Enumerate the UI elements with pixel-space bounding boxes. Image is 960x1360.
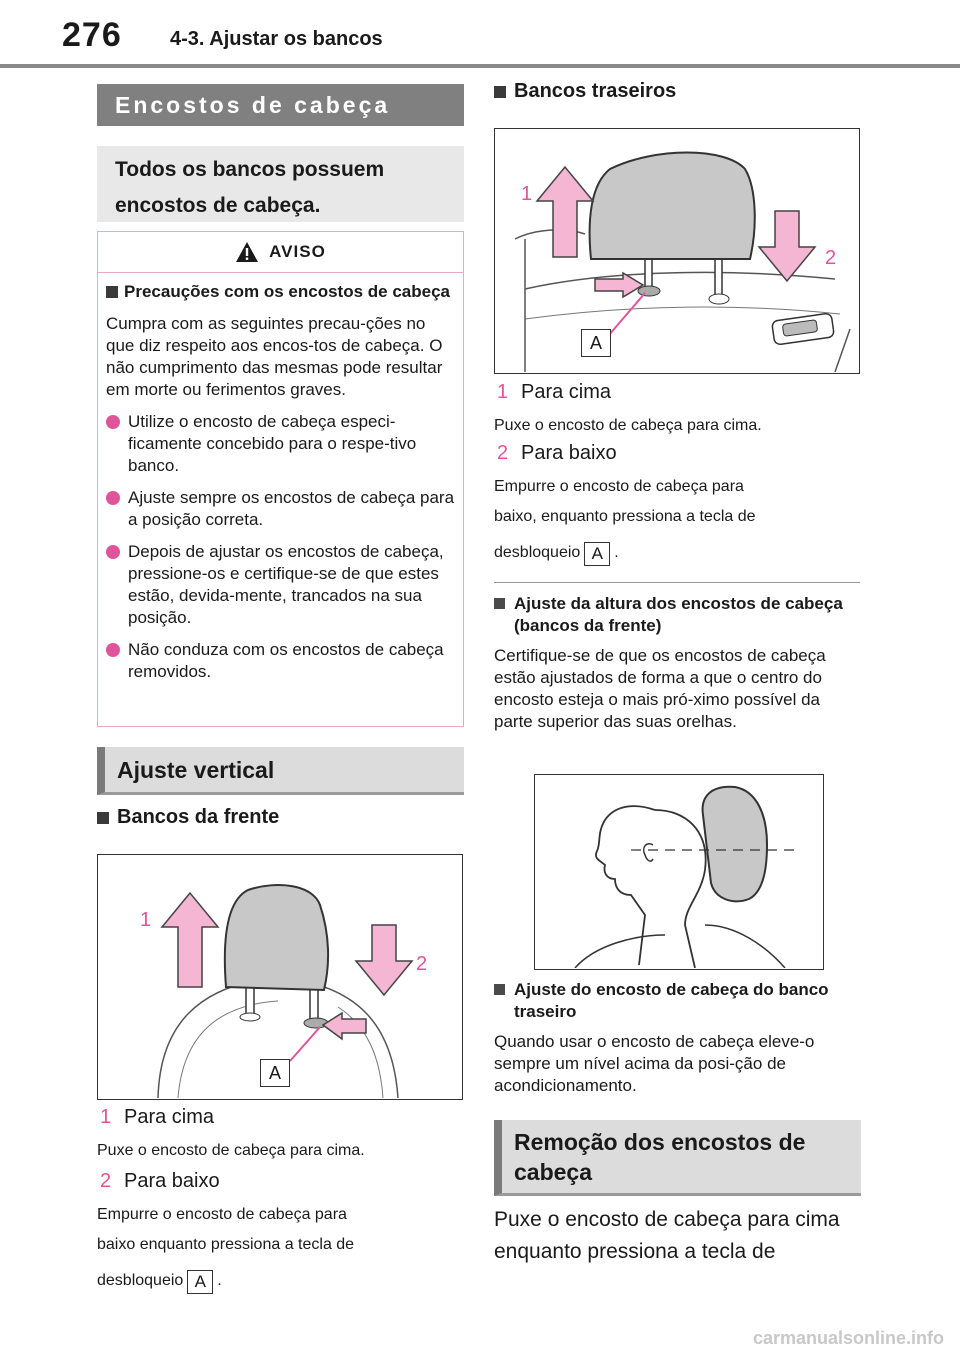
page-number: 276 xyxy=(62,16,122,54)
figure-rear-headrest: 1 2 A xyxy=(494,128,860,374)
figure-label-1: 1 xyxy=(140,909,152,931)
section-title-vertical: Ajuste vertical xyxy=(97,747,464,795)
rear-headrest-illustration xyxy=(514,151,851,373)
warning-triangle-icon xyxy=(236,242,259,262)
warning-bullet: Não conduza com os encostos de cabeça re… xyxy=(106,639,455,683)
rear-step-1: 1 Para cima xyxy=(497,381,612,403)
figure-label-a: A xyxy=(260,1059,290,1087)
head-profile-illustration xyxy=(574,785,797,969)
intro-box: Todos os bancos possuem encostos de cabe… xyxy=(97,146,464,222)
square-bullet-icon xyxy=(494,598,505,609)
key-a-icon: A xyxy=(187,1270,214,1294)
figure-label-2: 2 xyxy=(416,953,428,975)
warning-bullet: Utilize o encosto de cabeça especi-ficam… xyxy=(106,411,455,477)
square-bullet-icon xyxy=(97,811,109,824)
rear-step-1-desc: Puxe o encosto de cabeça para cima. xyxy=(494,417,762,434)
figure-label-a: A xyxy=(581,329,611,357)
rear-adjust-text: Quando usar o encosto de cabeça eleve-o … xyxy=(494,1032,815,1095)
front-step-1-desc: Puxe o encosto de cabeça para cima. xyxy=(97,1142,365,1159)
subheading-rear-seats: Bancos traseiros xyxy=(494,80,676,103)
divider xyxy=(494,582,860,583)
bullet-dot-icon xyxy=(106,415,120,429)
square-bullet-icon xyxy=(494,85,506,98)
warning-subtitle-text: Precauções com os encostos de cabeça xyxy=(124,282,450,301)
section-title-headrests: Encostos de cabeça xyxy=(97,84,464,126)
front-step-2: 2 Para baixo xyxy=(100,1170,220,1192)
figure-label-2: 2 xyxy=(825,247,837,269)
warning-bullet: Depois de ajustar os encostos de cabeça,… xyxy=(106,541,455,629)
rear-step-2: 2 Para baixo xyxy=(497,442,617,464)
figure-head-profile xyxy=(534,774,824,970)
footer-watermark: carmanualsonline.info xyxy=(752,1328,944,1348)
warning-label: AVISO xyxy=(269,242,326,261)
warning-header: AVISO xyxy=(98,232,463,273)
warning-bullet: Ajuste sempre os encostos de cabeça para… xyxy=(106,487,455,531)
subheading-front-seats: Bancos da frente xyxy=(97,806,279,829)
front-step-1: 1 Para cima xyxy=(100,1106,215,1128)
removal-text: Puxe o encosto de cabeça para cima enqua… xyxy=(494,1208,840,1263)
figure-label-1: 1 xyxy=(521,183,533,205)
figure-front-headrest: 1 2 A xyxy=(97,854,463,1100)
header-rule xyxy=(0,64,960,68)
front-step-2-desc: Empurre o encosto de cabeça para baixo e… xyxy=(97,1200,457,1296)
front-headrest-illustration xyxy=(157,884,414,1099)
key-a-icon: A xyxy=(584,542,611,566)
bullet-dot-icon xyxy=(106,491,120,505)
chapter-title: 4-3. Ajustar os bancos xyxy=(170,28,383,50)
warning-paragraph: Cumpra com as seguintes precau-ções no q… xyxy=(106,314,443,399)
subheading-height-adjust: Ajuste da altura dos encostos de cabeça … xyxy=(494,593,854,637)
square-bullet-icon xyxy=(106,286,118,298)
warning-box: AVISO Precauções com os encostos de cabe… xyxy=(97,231,464,727)
bullet-dot-icon xyxy=(106,643,120,657)
subheading-rear-adjust: Ajuste do encosto de cabeça do banco tra… xyxy=(494,979,854,1023)
height-adjust-text: Certifique-se de que os encostos de cabe… xyxy=(494,646,826,731)
rear-step-2-desc: Empurre o encosto de cabeça para baixo, … xyxy=(494,472,860,568)
bullet-dot-icon xyxy=(106,545,120,559)
section-title-removal: Remoção dos encostos de cabeça xyxy=(494,1120,861,1196)
square-bullet-icon xyxy=(494,984,505,995)
warning-subtitle: Precauções com os encostos de cabeça xyxy=(106,281,455,303)
